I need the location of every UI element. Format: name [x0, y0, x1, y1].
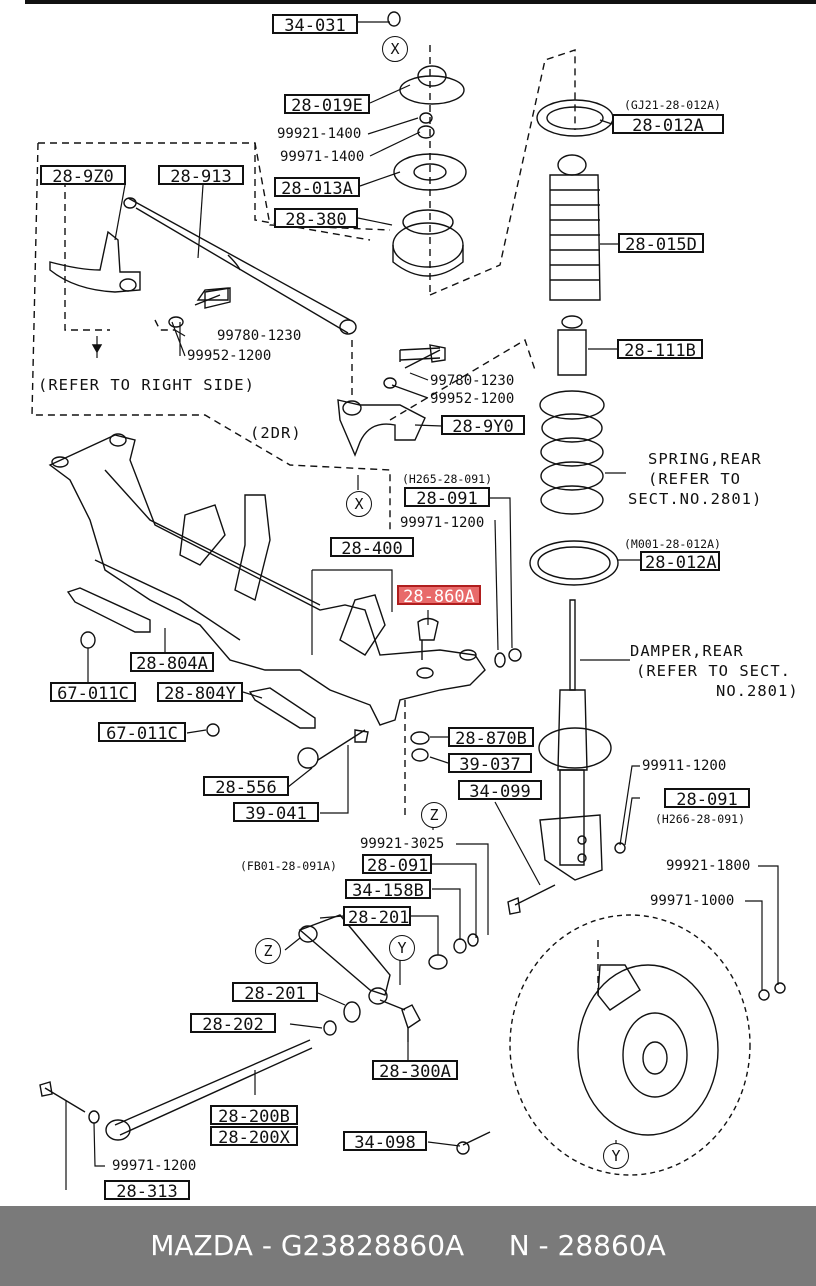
footer-part-info: MAZDA - G23828860A N - 28860A	[0, 1206, 816, 1286]
part-label[interactable]: 28-913	[158, 165, 244, 187]
crossmember	[48, 433, 486, 726]
lateral-links	[39, 914, 491, 1155]
part-label[interactable]: 28-870B	[448, 727, 534, 749]
part-number-text: 99780-1230	[217, 328, 302, 344]
part-label[interactable]: 28-013A	[274, 177, 360, 199]
part-label[interactable]: 28-091	[664, 788, 750, 810]
part-label[interactable]: 34-031	[272, 14, 358, 36]
callout-z: Z	[255, 938, 281, 964]
upper-mount-parts	[387, 11, 467, 277]
part-number-text: 99971-1000	[650, 893, 735, 909]
part-label[interactable]: 28-201	[343, 906, 411, 928]
damper-note-text: DAMPER,REAR	[630, 642, 744, 660]
top-border	[25, 0, 816, 4]
damper-note-text: NO.2801)	[716, 682, 799, 700]
part-label[interactable]: 28-313	[104, 1180, 190, 1202]
wheel-hub	[509, 914, 751, 1176]
ref-code-text: (GJ21-28-012A)	[624, 98, 721, 112]
refer-right-side-text: (REFER TO RIGHT SIDE)	[38, 376, 255, 394]
part-label[interactable]: 28-201	[232, 982, 318, 1004]
part-label[interactable]: 28-091	[404, 487, 490, 509]
spring-seat-lower	[529, 540, 619, 586]
dust-boot	[549, 154, 601, 301]
part-number-text: 99921-3025	[360, 836, 445, 852]
spring-note-text: SPRING,REAR	[648, 450, 762, 468]
ref-code-text: (H265-28-091)	[402, 472, 493, 486]
part-label[interactable]: 34-099	[458, 780, 542, 802]
parts-diagram: 34-031 28-019E 28-013A 28-380 28-012A 28…	[31, 11, 799, 1202]
part-number-text: 99921-1800	[666, 858, 751, 874]
part-number-text: 99971-1200	[400, 515, 485, 531]
part-label[interactable]: 28-556	[203, 776, 289, 798]
two-door-text: (2DR)	[250, 424, 302, 442]
part-label[interactable]: 34-098	[343, 1131, 427, 1153]
part-label[interactable]: 67-011C	[98, 722, 186, 744]
coil-spring	[539, 390, 605, 515]
callout-x: X	[346, 491, 372, 517]
part-label[interactable]: 28-091	[362, 854, 432, 876]
part-number-text: 99952-1200	[187, 348, 272, 364]
spring-note-text: SECT.NO.2801)	[628, 490, 763, 508]
part-label[interactable]: 28-300A	[372, 1060, 458, 1082]
leader-lines	[65, 21, 779, 1190]
spring-note-text: (REFER TO	[648, 470, 741, 488]
part-label[interactable]: 28-9Y0	[441, 415, 525, 437]
callout-x: X	[382, 36, 408, 62]
part-label[interactable]: 28-200X	[210, 1126, 298, 1148]
stabilizer-bar	[123, 197, 357, 335]
part-number-text: 99911-1200	[642, 758, 727, 774]
part-label[interactable]: 28-804A	[130, 652, 214, 674]
part-number-text: 99780-1230	[430, 373, 515, 389]
ref-code-text: (M001-28-012A)	[624, 537, 721, 551]
part-label[interactable]: 39-037	[448, 753, 532, 775]
part-number-text: 99971-1200	[112, 1158, 197, 1174]
part-label[interactable]: 28-380	[274, 208, 358, 230]
part-label[interactable]: 28-9Z0	[40, 165, 126, 187]
part-label[interactable]: 28-019E	[284, 94, 370, 116]
part-label[interactable]: 28-015D	[618, 233, 704, 255]
damper	[538, 599, 612, 881]
callout-y: Y	[603, 1143, 629, 1169]
part-number-text: 99971-1400	[280, 149, 365, 165]
diagram-drawing	[31, 11, 786, 1190]
part-label[interactable]: 28-400	[330, 537, 414, 559]
part-label[interactable]: 67-011C	[50, 682, 136, 704]
part-label[interactable]: 28-111B	[617, 339, 703, 361]
part-label[interactable]: 28-202	[190, 1013, 276, 1035]
part-label[interactable]: 28-804Y	[157, 682, 243, 704]
damper-note-text: (REFER TO SECT.	[636, 662, 791, 680]
part-number-text: 99952-1200	[430, 391, 515, 407]
refer-arrow-icon	[91, 344, 103, 354]
callout-z: Z	[421, 802, 447, 828]
callout-y: Y	[389, 935, 415, 961]
highlighted-part-label[interactable]: 28-860A	[397, 585, 481, 607]
fasteners	[194, 287, 786, 1001]
bump-stopper	[557, 315, 587, 376]
part-number-text: 99921-1400	[277, 126, 362, 142]
ref-code-text: (H266-28-091)	[655, 812, 746, 826]
part-label[interactable]: 28-200B	[210, 1105, 298, 1127]
part-label[interactable]: 28-012A	[640, 551, 720, 573]
ref-code-text: (FB01-28-091A)	[240, 859, 337, 873]
part-label[interactable]: 34-158B	[345, 879, 431, 901]
part-label[interactable]: 28-012A	[612, 114, 724, 136]
part-label[interactable]: 39-041	[233, 802, 319, 824]
